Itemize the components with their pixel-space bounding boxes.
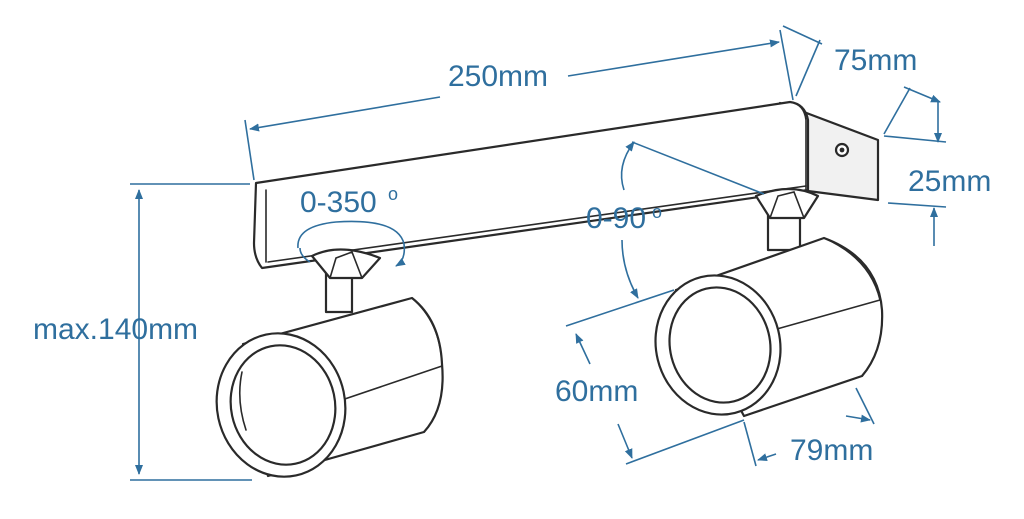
height-label: max.140mm	[33, 313, 198, 346]
left-spot-head	[215, 248, 444, 478]
mounting-bar	[252, 100, 880, 270]
depth-label: 25mm	[908, 165, 991, 198]
dimension-height: max.140mm	[33, 183, 252, 481]
dimension-length: 250mm	[244, 29, 794, 181]
dimension-head-diameter: 60mm	[555, 289, 745, 465]
right-spot-head	[654, 187, 884, 418]
dimension-depth: 25mm	[883, 86, 991, 246]
head-length-label: 79mm	[790, 434, 873, 467]
width-label: 75mm	[834, 44, 917, 77]
dimension-width: 75mm	[782, 25, 917, 135]
dimension-head-length: 79mm	[743, 387, 875, 467]
rotation-horizontal: 0-350 o	[297, 184, 406, 267]
tilt-rotation-label: 0-90	[586, 202, 646, 235]
head-diameter-label: 60mm	[555, 375, 638, 408]
length-label: 250mm	[448, 60, 548, 93]
rotation-tilt: 0-90 o	[586, 141, 765, 299]
tilt-rotation-degree: o	[652, 202, 662, 222]
horizontal-rotation-label: 0-350	[300, 186, 377, 219]
horizontal-rotation-degree: o	[388, 184, 398, 204]
